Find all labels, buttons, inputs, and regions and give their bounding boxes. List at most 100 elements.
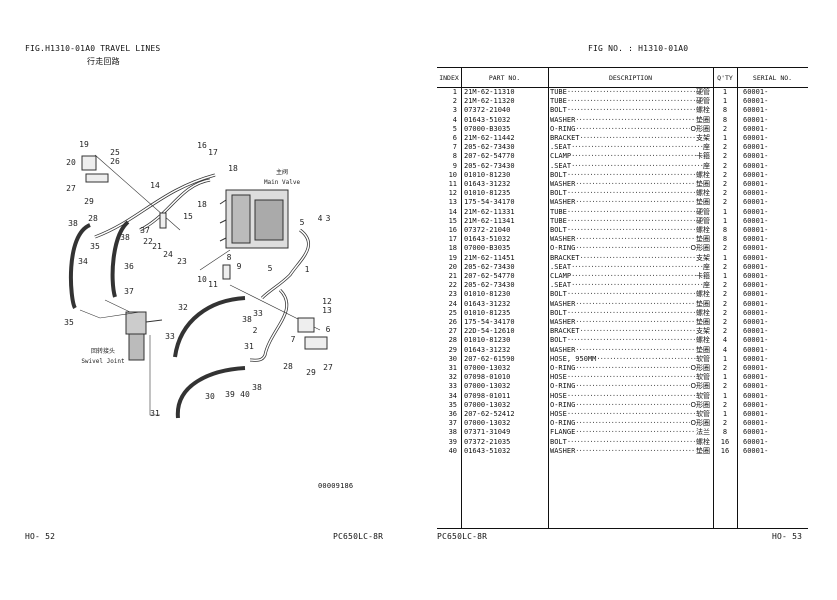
leader-dots — [575, 244, 690, 253]
callout-number: 40 — [240, 390, 250, 399]
leader-dots — [567, 97, 696, 106]
leader-dots — [567, 336, 696, 345]
row-serial: 60001- — [743, 318, 769, 326]
row-qty: 1 — [722, 410, 728, 418]
drawing-number: 00009186 — [318, 482, 354, 490]
row-qty: 16 — [720, 446, 730, 455]
row-index: 24 — [448, 299, 457, 308]
row-index: 23 — [448, 290, 457, 299]
row-serial: 60001- — [743, 244, 769, 253]
description-en: BOLT — [550, 189, 567, 198]
description-en: BOLT — [550, 106, 567, 115]
callout-number: 35 — [64, 318, 74, 327]
row-qty: 4 — [722, 336, 728, 345]
callout-number: 2 — [253, 326, 258, 335]
row-qty: 2 — [722, 400, 728, 409]
description-cn: 座 — [703, 143, 710, 152]
row-description: BOLT螺栓 — [550, 438, 710, 447]
row-qty: 2 — [722, 161, 728, 170]
row-serial: 60001- — [743, 428, 769, 437]
row-serial: 60001- — [743, 373, 769, 382]
header-part-no: PART NO. — [488, 74, 521, 82]
description-en: TUBE — [550, 97, 567, 106]
callout-number: 16 — [197, 141, 207, 150]
row-index: 33 — [448, 382, 457, 391]
row-description: BRACKET支架 — [550, 327, 710, 336]
row-part-no: 07372-21040 — [464, 106, 511, 115]
row-part-no: 07098-01010 — [464, 373, 511, 382]
callout-number: 33 — [253, 309, 263, 318]
row-part-no: 01643-31232 — [464, 180, 511, 188]
callout-number: 39 — [225, 390, 235, 399]
row-serial: 60001- — [743, 364, 769, 372]
callout-number: 1 — [305, 265, 310, 274]
description-cn: 座 — [703, 262, 710, 271]
description-en: .SEAT — [550, 143, 572, 152]
description-cn: O形圈 — [690, 124, 710, 133]
row-serial: 60001- — [743, 180, 769, 188]
description-en: WASHER — [550, 180, 576, 188]
row-description: O-RING O形圈 — [550, 244, 710, 253]
callout-number: 34 — [78, 257, 88, 266]
row-qty: 2 — [722, 281, 728, 290]
description-cn: 硬管 — [696, 97, 710, 106]
description-cn: 座 — [703, 281, 710, 290]
column-divider — [713, 68, 714, 528]
description-cn: 支架 — [696, 134, 710, 142]
row-qty: 2 — [722, 180, 728, 188]
row-part-no: 07372-21035 — [464, 437, 511, 446]
row-serial: 60001- — [743, 354, 769, 363]
leader-dots — [567, 309, 696, 318]
description-en: BRACKET — [550, 253, 580, 262]
description-cn: 螺栓 — [696, 308, 710, 317]
row-index: 22 — [448, 281, 457, 290]
description-cn: 垫圈 — [696, 299, 710, 308]
row-qty: 1 — [722, 216, 728, 225]
description-en: HOSE, 950MM — [550, 354, 597, 363]
row-serial: 60001- — [743, 235, 769, 244]
callout-number: 37 — [140, 226, 150, 235]
row-part-no: 07000-13032 — [464, 419, 511, 428]
leader-dots — [567, 88, 696, 97]
row-description: .SEAT 座 — [550, 143, 710, 152]
leader-dots — [571, 272, 696, 281]
row-description: WASHER垫圈 — [550, 346, 710, 355]
row-index: 4 — [452, 115, 457, 124]
callout-number: 38 — [242, 315, 252, 324]
description-cn: 垫圈 — [696, 318, 710, 326]
row-index: 18 — [448, 244, 457, 253]
row-serial: 60001- — [743, 143, 769, 152]
callout-number: 31 — [244, 342, 254, 351]
leader-dots — [571, 281, 703, 290]
figure-title: FIG.H1310-01A0 TRAVEL LINES — [25, 44, 161, 53]
row-index: 28 — [448, 336, 457, 345]
description-en: O-RING — [550, 244, 576, 253]
row-serial: 60001- — [743, 446, 769, 455]
callout-number: 25 — [110, 148, 120, 157]
description-cn: O形圈 — [690, 382, 710, 391]
row-qty: 1 — [722, 253, 728, 262]
row-part-no: 01643-51032 — [464, 235, 511, 244]
row-part-no: 21M-62-11442 — [464, 134, 515, 142]
row-qty: 2 — [722, 327, 728, 336]
description-cn: O形圈 — [690, 244, 710, 253]
description-en: .SEAT — [550, 262, 572, 271]
row-qty: 2 — [722, 308, 728, 317]
row-qty: 1 — [722, 272, 728, 280]
footer-model-left: PC650LC-8R — [333, 532, 384, 541]
description-en: CLAMP — [550, 272, 572, 280]
row-description: BRACKET支架 — [550, 134, 710, 143]
description-en: O-RING — [550, 419, 576, 428]
description-en: HOSE — [550, 410, 567, 418]
row-part-no: 175-54-34170 — [464, 318, 515, 326]
